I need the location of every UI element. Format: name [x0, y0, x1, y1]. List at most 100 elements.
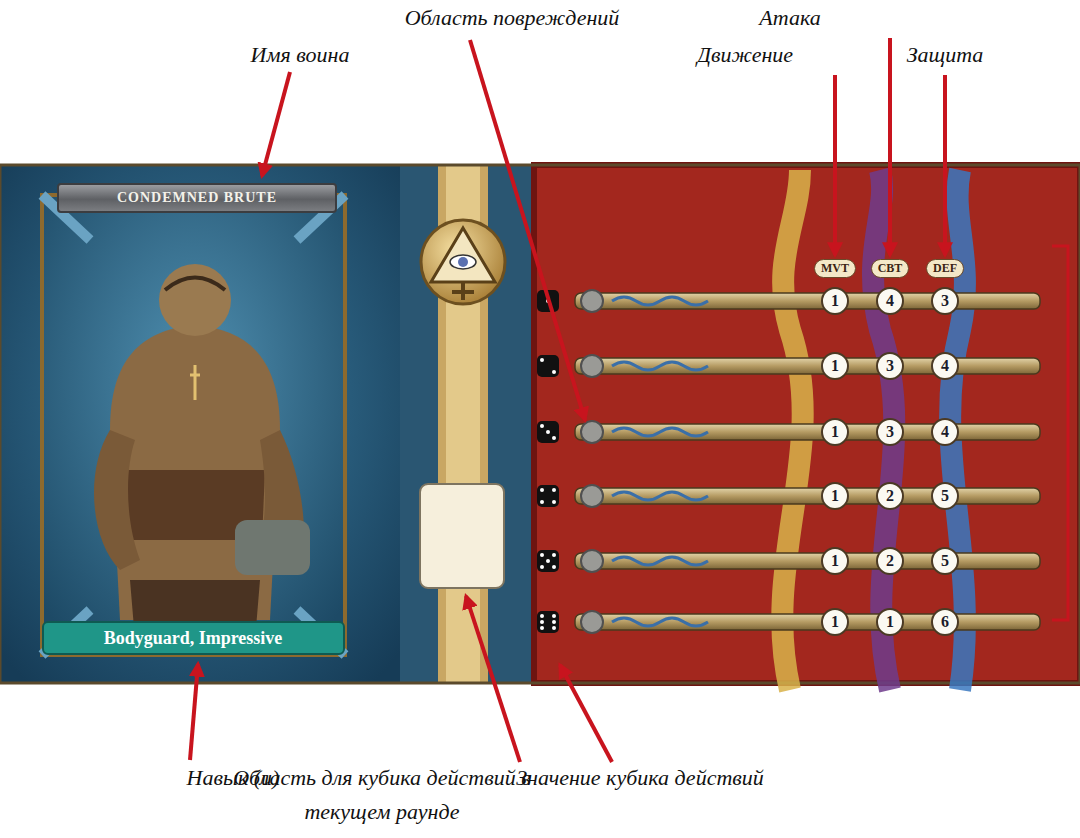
die-face — [537, 550, 559, 572]
brute-figure — [190, 365, 200, 400]
stat-value: 1 — [821, 418, 849, 446]
die-face — [540, 424, 544, 428]
die-face — [540, 358, 544, 362]
card-text: 1 — [831, 423, 839, 441]
stat-value: 3 — [876, 418, 904, 446]
die-face — [537, 485, 559, 507]
damage-slot — [581, 421, 603, 443]
stat-value: 4 — [876, 287, 904, 315]
stat-value: 2 — [876, 547, 904, 575]
die-face — [537, 421, 559, 443]
callout-label: Значение кубика действий — [516, 761, 764, 795]
stat-row — [612, 557, 708, 565]
stat-value: 1 — [821, 547, 849, 575]
brute-figure — [94, 430, 140, 570]
card-text: 6 — [941, 613, 949, 631]
leader-arrows — [888, 38, 892, 255]
die-face — [540, 500, 544, 504]
die-face — [537, 355, 559, 377]
leader-arrows — [833, 75, 837, 255]
die-face — [546, 559, 550, 563]
stat-row — [575, 293, 1040, 309]
card-text: 2 — [886, 487, 894, 505]
brute-figure — [110, 325, 280, 620]
card-background — [534, 165, 1080, 683]
stat-row — [537, 550, 1040, 572]
card-background — [0, 165, 1080, 683]
picture-frame — [42, 195, 345, 655]
stat-row — [575, 424, 1040, 440]
die-face — [540, 488, 544, 492]
emblem — [421, 220, 505, 304]
card-text: 3 — [941, 292, 949, 310]
row-bracket — [1052, 246, 1068, 620]
brute-figure — [165, 278, 225, 291]
card-text: 2 — [886, 552, 894, 570]
stat-value: 1 — [876, 608, 904, 636]
card-text: MVT — [821, 261, 849, 276]
card-background — [534, 165, 1080, 683]
emblem — [450, 255, 476, 269]
stat-row — [575, 488, 1040, 504]
stat-row — [612, 428, 708, 436]
stat-rows — [537, 290, 1040, 633]
callout-label: Область для кубика действий в текущем ра… — [232, 761, 532, 829]
callout-label: Защита — [907, 38, 984, 72]
die-face — [540, 565, 544, 569]
emblem — [458, 257, 468, 267]
die-face — [552, 553, 556, 557]
stat-value: 1 — [821, 352, 849, 380]
stat-row — [575, 553, 1040, 569]
damage-slot — [581, 355, 603, 377]
emblem — [431, 228, 495, 282]
die-face — [540, 614, 544, 618]
die-face — [537, 550, 559, 572]
stat-value: 1 — [821, 287, 849, 315]
die-face — [537, 611, 559, 633]
die-face — [552, 620, 556, 624]
stat-row — [537, 485, 1040, 507]
callout-label: Имя воина — [251, 38, 350, 72]
emblem — [452, 282, 474, 300]
stat-value: 6 — [931, 608, 959, 636]
stat-row — [537, 421, 1040, 443]
leader-arrows — [466, 596, 520, 762]
die-face — [552, 436, 556, 440]
leader-arrows — [190, 664, 198, 760]
die-face — [546, 430, 550, 434]
die-face — [537, 355, 559, 377]
die-face — [552, 626, 556, 630]
brute-figure — [94, 264, 310, 640]
stat-value: 5 — [931, 547, 959, 575]
stat-row — [612, 362, 708, 370]
callout-label: Атака — [759, 1, 820, 35]
die-face — [537, 421, 559, 443]
stat-value: 1 — [821, 482, 849, 510]
damage-slot — [581, 550, 603, 572]
damage-slot — [581, 290, 603, 312]
stat-row — [537, 290, 1040, 312]
card-text: 1 — [886, 613, 894, 631]
leader-arrows — [943, 75, 947, 255]
card-background — [0, 165, 1080, 683]
die-face — [552, 614, 556, 618]
stat-header: CBT — [871, 259, 910, 278]
stat-header: DEF — [926, 259, 964, 278]
die-face — [537, 485, 559, 507]
stat-value: 3 — [876, 352, 904, 380]
die-face — [552, 500, 556, 504]
card-text: 5 — [941, 552, 949, 570]
card-text: 3 — [886, 423, 894, 441]
card-text: 3 — [886, 357, 894, 375]
die-face — [552, 370, 556, 374]
card-text: 1 — [831, 292, 839, 310]
card-text: CONDEMNED BRUTE — [117, 190, 277, 206]
skill-band: Bodyguard, Impressive — [42, 621, 345, 655]
brute-figure — [235, 520, 310, 575]
card-text: Bodyguard, Impressive — [104, 628, 283, 649]
callout-label: Область повреждений — [405, 1, 620, 35]
card-text: 1 — [831, 357, 839, 375]
damage-slot — [581, 611, 603, 633]
